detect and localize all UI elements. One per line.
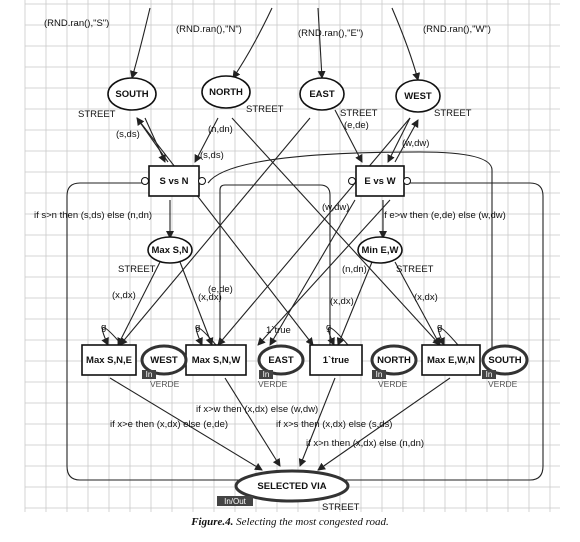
place-selected-via-label: SELECTED VIA xyxy=(257,481,326,492)
arc-label-g-2: g xyxy=(195,322,200,333)
port-east[interactable]: EAST In VERDE xyxy=(257,344,305,389)
port-north-type: VERDE xyxy=(378,379,408,389)
arc-label-if-sn: if s>n then (s,ds) else (n,dn) xyxy=(34,210,152,221)
port-east-in-tag: In xyxy=(263,370,270,379)
arc-label-if-ew: if e>w then (e,de) else (w,dw) xyxy=(382,210,506,221)
transition-center[interactable]: 1`true xyxy=(309,344,363,376)
arc-label-n-dn-2: (n,dn) xyxy=(342,264,367,275)
port-east-type: VERDE xyxy=(258,379,288,389)
place-min-ew[interactable]: Min E,W xyxy=(357,236,403,264)
arc-label-if-xn: if x>n then (x,dx) else (n,dn) xyxy=(306,438,424,449)
rnd-east-label: (RND.ran(),"E") xyxy=(298,28,363,39)
arc-label-w-dw: (w,dw) xyxy=(402,138,429,149)
transition-e-vs-w-label: E vs W xyxy=(364,176,395,187)
street-label-north: STREET xyxy=(246,104,284,115)
arc-label-w-dw-2: (w,dw) xyxy=(322,202,349,213)
rnd-north-label: (RND.ran(),"N") xyxy=(176,24,242,35)
place-max-sn-label: Max S,N xyxy=(152,245,189,256)
transition-center-label: 1`true xyxy=(323,355,349,366)
background-grid xyxy=(24,0,560,512)
street-label-max-sn: STREET xyxy=(118,264,156,275)
arc-label-e-de: (e,de) xyxy=(344,120,369,131)
place-north[interactable]: NORTH xyxy=(201,75,251,109)
place-selected-via[interactable]: SELECTED VIA In/Out xyxy=(217,469,350,506)
port-north-label: NORTH xyxy=(377,355,411,366)
arc-inscriptions: (s,ds) (s,ds) (n,dn) (e,de) (w,dw) (w,dw… xyxy=(34,120,506,449)
arc-label-x-dx-4: (x,dx) xyxy=(414,292,438,303)
rnd-south-label: (RND.ran(),"S") xyxy=(44,18,109,29)
place-east-label: EAST xyxy=(309,89,335,100)
port-west-in-tag: In xyxy=(146,370,153,379)
rnd-west-label: (RND.ran(),"W") xyxy=(423,24,491,35)
street-label-south: STREET xyxy=(78,109,116,120)
port-south-type: VERDE xyxy=(488,379,518,389)
arc-label-if-xw: if x>w then (x,dx) else (w,dw) xyxy=(196,404,318,415)
arc-label-g-1: g xyxy=(101,322,106,333)
arcs xyxy=(66,7,544,481)
street-type-labels: STREET STREET STREET STREET STREET STREE… xyxy=(78,104,472,512)
transition-s-vs-n[interactable]: S vs N xyxy=(141,165,206,197)
place-min-ew-label: Min E,W xyxy=(362,245,399,256)
place-south-label: SOUTH xyxy=(115,89,148,100)
caption-label: Figure.4. xyxy=(191,516,234,528)
transition-max-sne[interactable]: Max S,N,E xyxy=(81,344,137,376)
place-west-label: WEST xyxy=(404,91,432,102)
arc-label-if-xe: if x>e then (x,dx) else (e,de) xyxy=(110,419,228,430)
random-expressions: (RND.ran(),"S") (RND.ran(),"N") (RND.ran… xyxy=(44,18,491,39)
transition-max-sne-label: Max S,N,E xyxy=(86,355,132,366)
port-west[interactable]: WEST In VERDE xyxy=(140,344,188,389)
street-label-selected: STREET xyxy=(322,502,360,512)
port-north[interactable]: NORTH In VERDE xyxy=(370,344,418,389)
place-south[interactable]: SOUTH xyxy=(107,77,157,111)
street-label-min-ew: STREET xyxy=(396,264,434,275)
transition-max-ewn-label: Max E,W,N xyxy=(427,355,475,366)
arc-label-x-dx-3: (x,dx) xyxy=(330,296,354,307)
transition-e-vs-w[interactable]: E vs W xyxy=(348,165,411,197)
place-north-label: NORTH xyxy=(209,87,243,98)
selected-via-inout-tag: In/Out xyxy=(224,497,247,506)
arc-label-s-ds: (s,ds) xyxy=(116,129,140,140)
petri-net-diagram: (RND.ran(),"S") (RND.ran(),"N") (RND.ran… xyxy=(24,0,560,512)
street-label-west: STREET xyxy=(434,108,472,119)
arc-label-s-ds-2: (s,ds) xyxy=(200,150,224,161)
arc-label-x-dx-1: (x,dx) xyxy=(112,290,136,301)
port-east-label: EAST xyxy=(268,355,294,366)
transition-max-snw-label: Max S,N,W xyxy=(192,355,241,366)
port-south[interactable]: SOUTH In VERDE xyxy=(481,344,529,389)
arc-label-g-3: g xyxy=(326,322,331,333)
street-label-east: STREET xyxy=(340,108,378,119)
place-east[interactable]: EAST xyxy=(299,77,345,111)
arc-label-n-dn: (n,dn) xyxy=(208,124,233,135)
port-west-label: WEST xyxy=(150,355,178,366)
place-west[interactable]: WEST xyxy=(395,79,441,113)
place-max-sn[interactable]: Max S,N xyxy=(147,236,193,264)
port-south-label: SOUTH xyxy=(488,355,521,366)
transition-s-vs-n-label: S vs N xyxy=(159,176,188,187)
figure-caption: Figure.4. Selecting the most congested r… xyxy=(0,516,580,528)
arc-label-x-dx-2: (x,dx) xyxy=(198,292,222,303)
arc-label-g-4: g xyxy=(437,322,442,333)
port-south-in-tag: In xyxy=(486,370,493,379)
transition-max-ewn[interactable]: Max E,W,N xyxy=(421,344,481,376)
caption-text: Selecting the most congested road. xyxy=(236,516,389,528)
port-north-in-tag: In xyxy=(376,370,383,379)
arc-label-e-de-2: (e,de) xyxy=(208,284,233,295)
arc-label-token: 1`true xyxy=(266,325,291,336)
port-west-type: VERDE xyxy=(150,379,180,389)
transition-max-snw[interactable]: Max S,N,W xyxy=(185,344,247,376)
arc-label-if-xs: if x>s then (x,dx) else (s,ds) xyxy=(276,419,392,430)
